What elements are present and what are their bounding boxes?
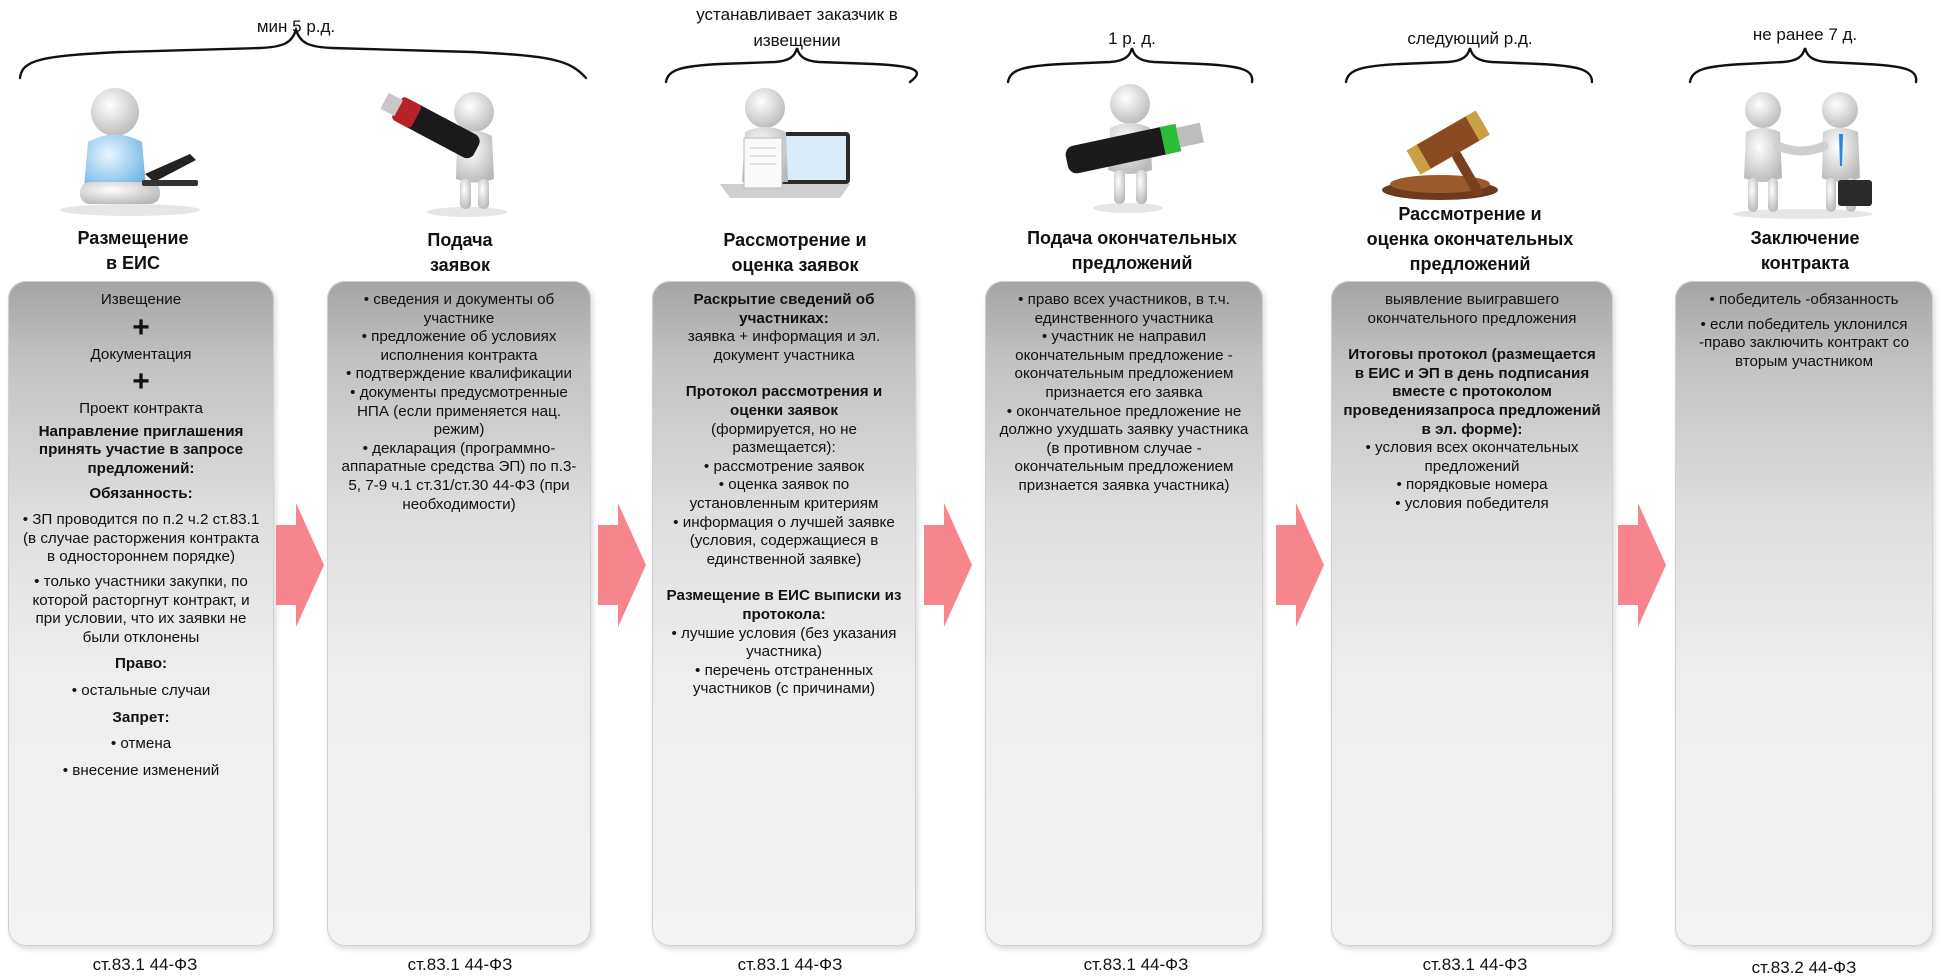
stage-4-law-reference: ст.83.1 44-ФЗ (1083, 955, 1189, 974)
stage-1-title-line2: в ЕИС (105, 253, 160, 273)
brace-5 (1688, 47, 1918, 84)
stage-2-law-reference: ст.83.1 44-ФЗ (407, 955, 513, 974)
list-item: • документы предусмотренные НПА (если пр… (350, 383, 568, 439)
stage-3-title-line2: оценка заявок (731, 255, 859, 275)
stage-3-box: Раскрытие сведений об участниках: заявка… (652, 281, 916, 946)
brace-label-1: мин 5 р.д. (256, 17, 336, 36)
brace-label-3: 1 р. д. (1108, 29, 1156, 48)
stage-6-law-reference: ст.83.2 44-ФЗ (1751, 958, 1857, 977)
list-item: • декларация (программно-аппаратные сред… (341, 439, 577, 513)
list-item: • условия всех окончательных предложений (1365, 439, 1579, 475)
eis-extract-heading: Размещение в ЕИС выписки из протокола: (666, 587, 902, 623)
list-item: • рассмотрение заявок (703, 457, 865, 475)
stage-3-law-reference: ст.83.1 44-ФЗ (737, 955, 843, 974)
stage-1-title-line1: Размещение (77, 228, 189, 248)
contract-draft-text: Проект контракта (79, 400, 203, 418)
duty-item: • только участники закупки, по которой р… (32, 572, 250, 646)
stage-5-title-line1: Рассмотрение и (1398, 204, 1542, 224)
stage-6-box: • победитель -обязанность • если победит… (1675, 281, 1933, 946)
duty-item: • ЗП проводится по п.2 ч.2 ст.83.1 (в сл… (22, 511, 260, 566)
brace-label-2-line1: устанавливает заказчик в (696, 5, 898, 24)
arrow-right-3 (924, 503, 972, 627)
brace-label-2-line2: извещении (753, 31, 841, 50)
stage-2-title-line1: Подача (427, 230, 493, 250)
brace-2 (664, 47, 918, 84)
duty-heading: Обязанность: (89, 484, 193, 502)
disclosure-heading: Раскрытие сведений об участниках: (693, 291, 875, 327)
ban-item: • внесение изменений (62, 761, 220, 779)
stage-1-box: Извещение + Документация + Проект контра… (8, 281, 274, 946)
stage-6-title-line1: Заключение (1750, 228, 1860, 248)
stage-2-title: Подача заявок (380, 228, 540, 278)
stage-5-law-reference: ст.83.1 44-ФЗ (1422, 955, 1528, 974)
stage-5-title-line2: оценка окончательных (1366, 229, 1574, 249)
stage-2-title-line2: заявок (429, 255, 491, 275)
stage-4-box: • право всех участников, в т.ч. единстве… (985, 281, 1263, 946)
list-item: • оценка заявок по установленным критери… (689, 476, 879, 512)
list-item: • лучшие условия (без указания участника… (671, 624, 897, 661)
protocol-heading: Протокол рассмотрения и оценки заявок (685, 383, 883, 419)
two-people-handshake-icon (1733, 92, 1873, 219)
brace-3 (1006, 47, 1254, 84)
invite-heading: Направление приглашения принять участие … (38, 422, 244, 477)
stage-5-title: Рассмотрение и оценка окончательных пред… (1340, 202, 1600, 277)
stage-1-title: Размещение в ЕИС (48, 226, 218, 276)
stage-6-title-line2: контракта (1760, 253, 1850, 273)
list-item: • порядковые номера (1396, 476, 1548, 494)
person-carrying-usb-drive-icon (380, 92, 507, 217)
person-at-laptop-icon (60, 88, 200, 216)
ban-item: • отмена (110, 735, 172, 753)
brace-label-4: следующий р.д. (1407, 29, 1533, 48)
plus-sign: + (132, 365, 150, 399)
final-protocol-heading: Итоговы протокол (размещается в ЕИС и ЭП… (1343, 346, 1601, 438)
plus-sign: + (132, 310, 150, 344)
gavel-icon (1382, 110, 1498, 200)
list-item: • окончательное предложение не должно ух… (999, 402, 1249, 494)
arrow-right-4 (1276, 503, 1324, 627)
stage-2-box: • сведения и документы об участнике • пр… (327, 281, 591, 946)
right-item: • остальные случаи (71, 681, 211, 699)
stage-1-law-reference: ст.83.1 44-ФЗ (92, 955, 198, 974)
list-item: • условия победителя (1395, 494, 1549, 512)
brace-label-2: устанавливает заказчик в извещении (662, 2, 932, 54)
right-heading: Право: (114, 655, 168, 673)
list-item: • участник не направил окончательным пре… (1014, 328, 1234, 401)
stage-4-title-line2: предложений (1071, 253, 1193, 273)
docs-text: Документация (90, 345, 192, 363)
arrow-right-5 (1618, 503, 1666, 627)
list-item: • подтверждение квалификации (346, 365, 572, 383)
list-item: • сведения и документы об участнике (363, 291, 555, 327)
stage-6-title: Заключение контракта (1720, 226, 1890, 276)
person-holding-green-usb-icon (1065, 84, 1204, 213)
protocol-note: (формируется, но не размещается): (711, 420, 857, 457)
arrow-right-2 (598, 503, 646, 627)
list-item: • право всех участников, в т.ч. единстве… (1018, 291, 1230, 327)
ban-heading: Запрет: (112, 708, 170, 726)
list-item: • победитель -обязанность (1709, 291, 1899, 308)
list-item: • информация о лучшей заявке (условия, с… (673, 513, 895, 568)
arrow-right-1 (276, 503, 324, 627)
list-item: • перечень отстраненных участников (с пр… (692, 661, 876, 698)
brace-1 (18, 26, 588, 80)
stage-5-box: выявление выигравшего окончательного пре… (1331, 281, 1613, 946)
list-item: • предложение об условиях исполнения кон… (361, 328, 557, 364)
list-item: • если победитель уклонился -право заклю… (1698, 315, 1910, 370)
intro-text: выявление выигравшего окончательного пре… (1367, 291, 1577, 327)
stage-3-title: Рассмотрение и оценка заявок (680, 228, 910, 278)
brace-4 (1344, 47, 1594, 84)
stage-4-title-line1: Подача окончательных (1027, 228, 1237, 248)
brace-label-5: не ранее 7 д. (1752, 25, 1858, 44)
stage-5-title-line3: предложений (1409, 254, 1531, 274)
stage-3-title-line1: Рассмотрение и (723, 230, 867, 250)
person-with-laptop-and-document-icon (720, 88, 850, 198)
disclosure-text: заявка + информация и эл. документ участ… (687, 328, 881, 364)
notice-text: Извещение (100, 291, 182, 308)
stage-4-title: Подача окончательных предложений (1002, 226, 1262, 276)
